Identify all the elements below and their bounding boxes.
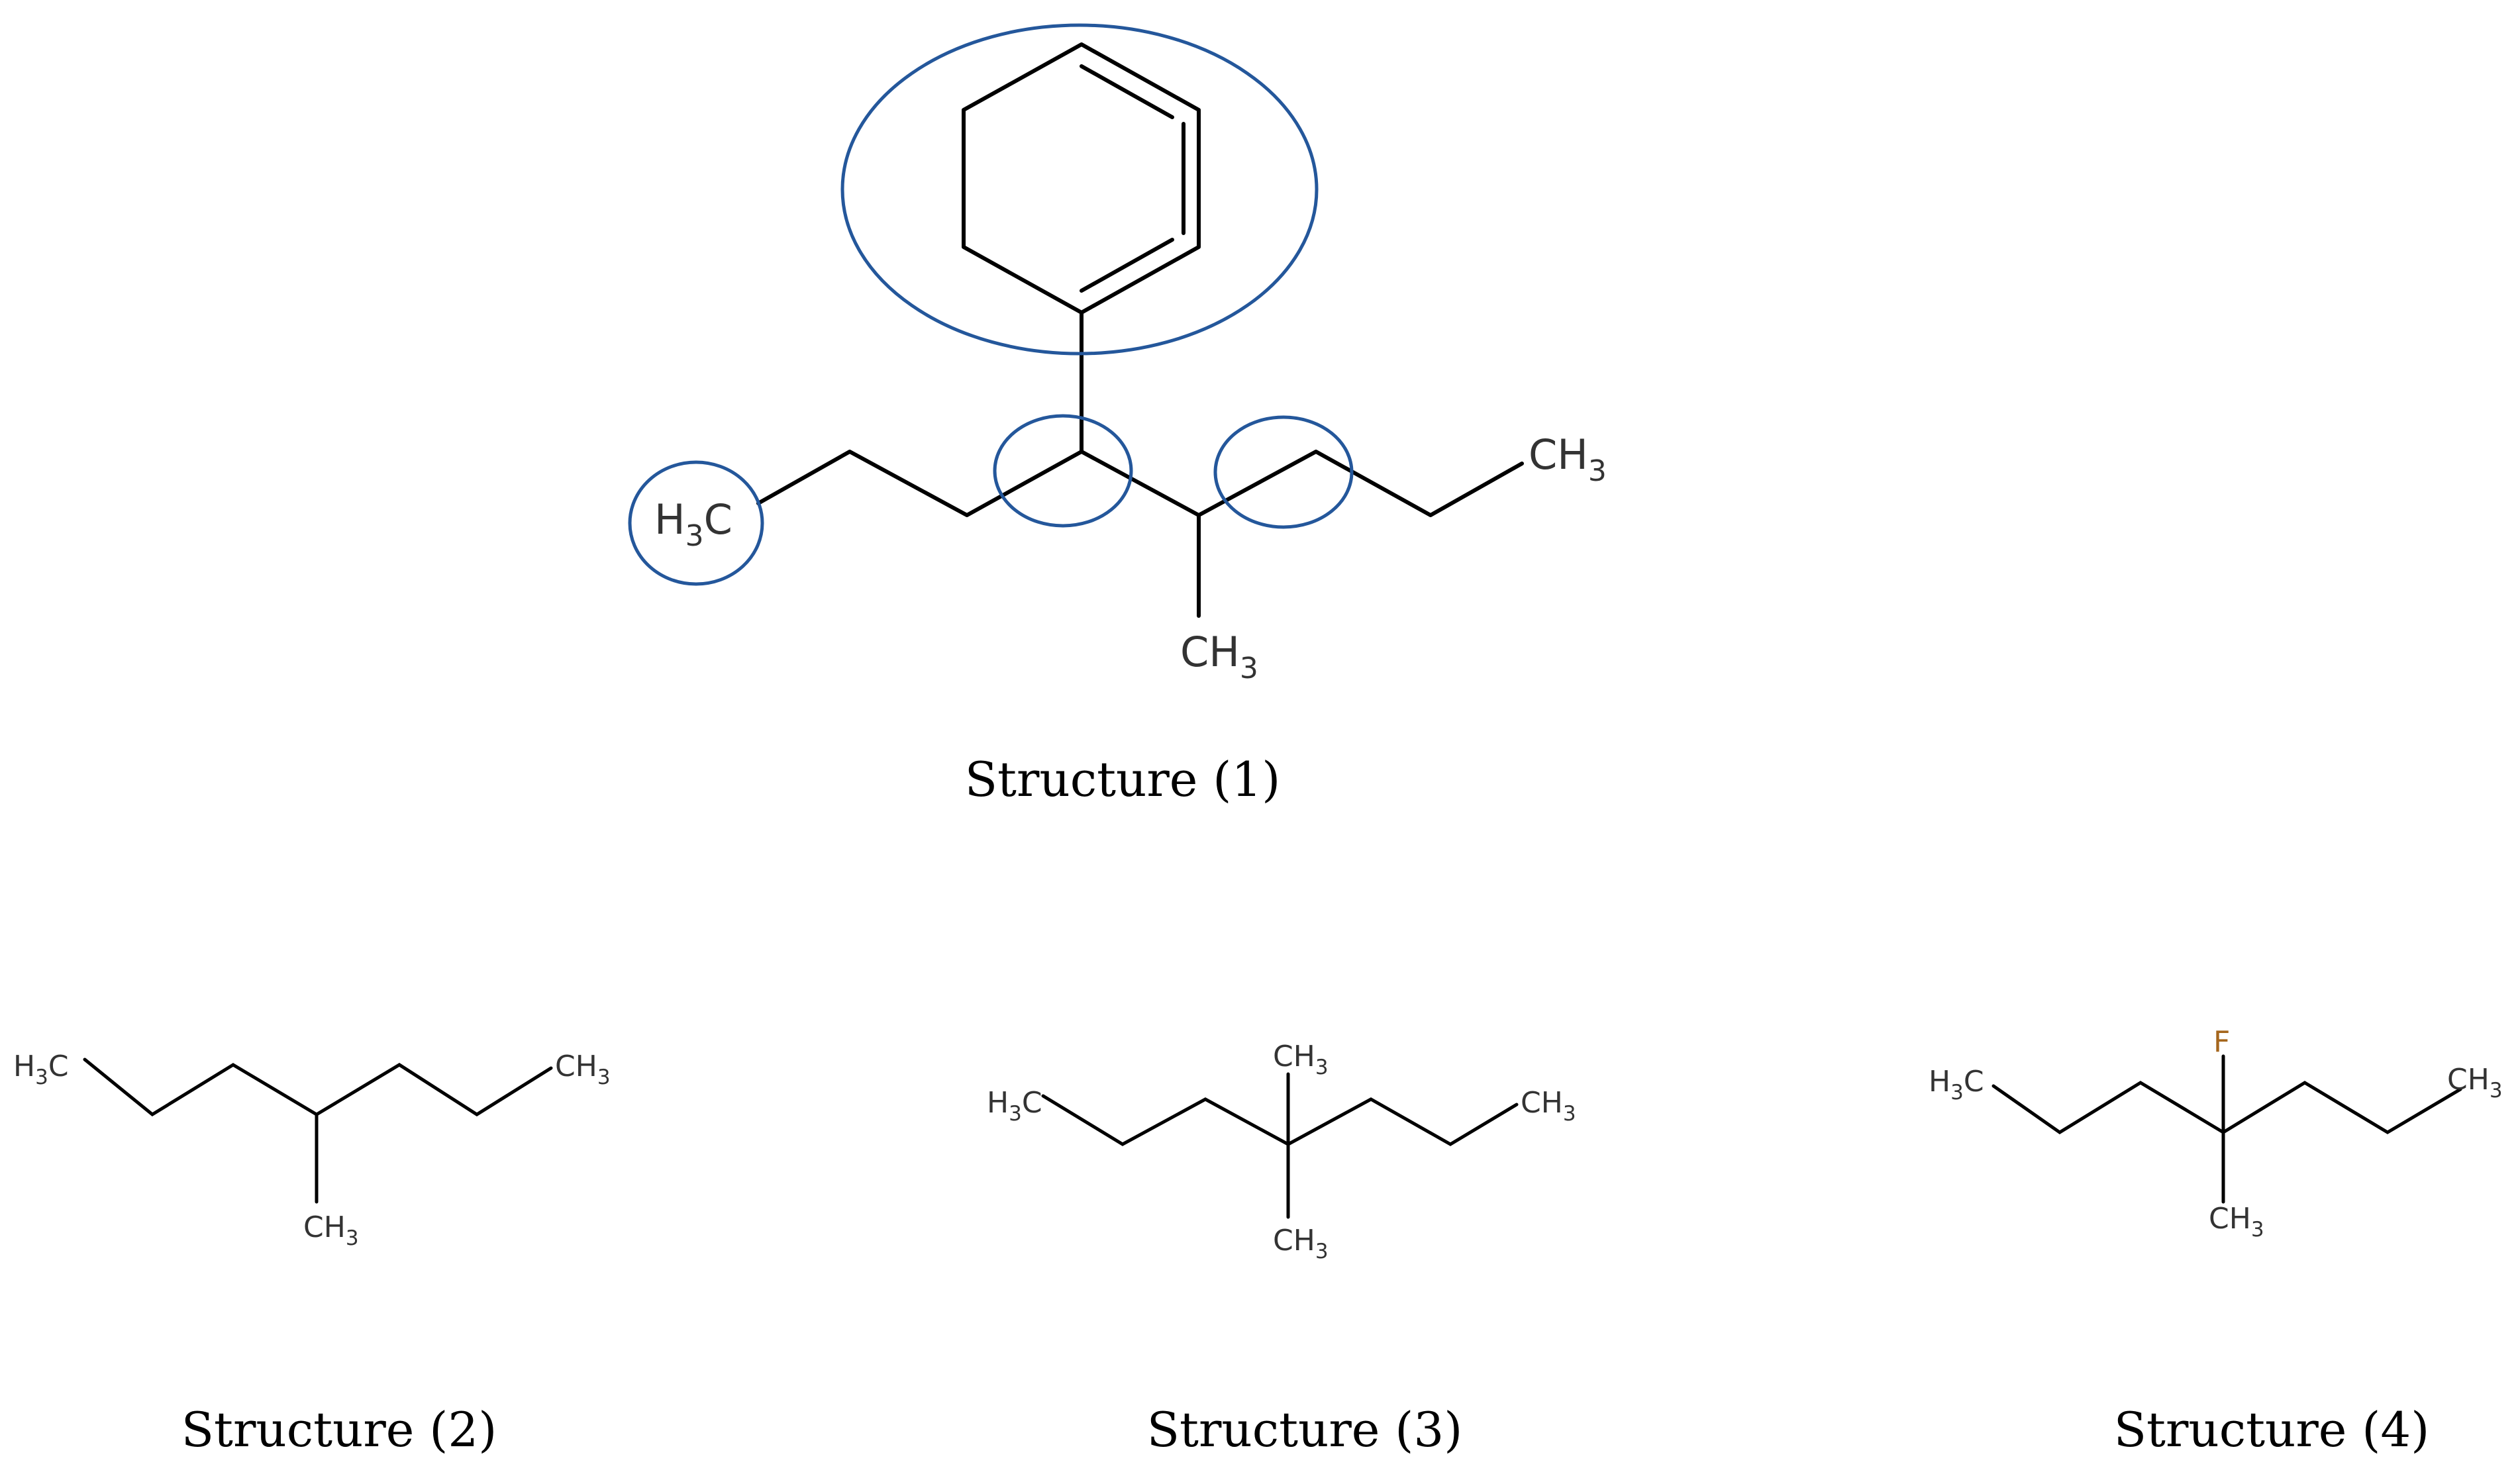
caption-structure-4: Structure (4) bbox=[2114, 1402, 2430, 1457]
ch3-branch-label: CH3 bbox=[1180, 628, 1258, 685]
ch3-right-label: CH3 bbox=[2447, 1063, 2503, 1103]
ch3-branch-label: CH3 bbox=[303, 1210, 359, 1250]
c5-chain-highlight-circle bbox=[1213, 415, 1354, 529]
benzene-double-bond-2 bbox=[1080, 64, 1174, 119]
main-chain bbox=[1041, 1094, 1519, 1146]
ch3-branch-label: CH3 bbox=[2209, 1202, 2264, 1242]
ch3-right-label: CH3 bbox=[555, 1050, 611, 1089]
h3c-label: H3C bbox=[654, 495, 732, 553]
benzene-double-bond-3 bbox=[1080, 238, 1174, 293]
ch3-top-label: CH3 bbox=[1273, 1040, 1329, 1079]
phenyl-highlight-circle bbox=[840, 23, 1319, 356]
structure-1: H3C CH3 CH3 Structure (1) bbox=[628, 23, 1607, 807]
h3c-label: H3C bbox=[1929, 1065, 1984, 1105]
benzene-ring bbox=[962, 42, 1201, 315]
main-chain bbox=[1991, 1081, 2462, 1134]
fluorine-label: F bbox=[2213, 1025, 2230, 1059]
caption-structure-1: Structure (1) bbox=[965, 752, 1281, 807]
c4-highlight-circle bbox=[993, 414, 1133, 528]
ch3-right-label: CH3 bbox=[1521, 1086, 1576, 1126]
h3c-label: H3C bbox=[987, 1086, 1042, 1126]
h3c-label: H3C bbox=[13, 1050, 69, 1089]
main-chain bbox=[83, 1058, 553, 1117]
structure-2: H3C CH3 CH3 Structure (2) bbox=[13, 1050, 611, 1457]
caption-structure-3: Structure (3) bbox=[1147, 1402, 1463, 1457]
ch3-right-label: CH3 bbox=[1529, 430, 1607, 488]
main-chain bbox=[756, 450, 1524, 517]
ch3-bottom-label: CH3 bbox=[1273, 1224, 1329, 1263]
structure-4: H3C CH3 F CH3 Structure (4) bbox=[1929, 1025, 2503, 1457]
structure-3: H3C CH3 CH3 CH3 Structure (3) bbox=[987, 1040, 1576, 1457]
caption-structure-2: Structure (2) bbox=[181, 1402, 497, 1457]
h3c-highlight-circle bbox=[628, 460, 764, 586]
